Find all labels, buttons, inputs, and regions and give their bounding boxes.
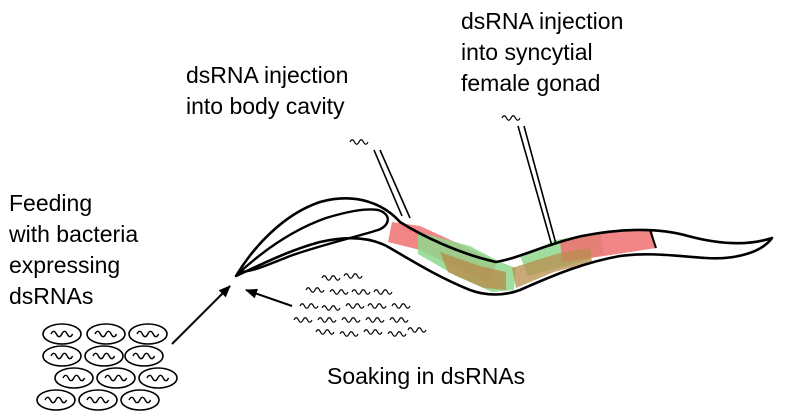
arrow-icon — [171, 285, 231, 345]
bacterium-icon — [124, 345, 164, 367]
dsrna-fragment-icon — [321, 275, 341, 281]
overlap-region-posterior — [512, 248, 592, 288]
needle-icon — [517, 125, 557, 247]
label-line: into syncytial — [461, 39, 593, 65]
dsrna-fragment-icon — [321, 305, 341, 311]
dsrna-fragment-icon — [373, 289, 393, 295]
overlap-region-anterior — [440, 252, 506, 290]
label-gonad: dsRNA injection into syncytial female go… — [461, 6, 623, 99]
dsrna-fragment-icon — [501, 115, 521, 121]
worm-mouth — [235, 263, 245, 277]
dsrna-fragment-icon — [339, 331, 359, 337]
dsrna-fragment-icon — [367, 303, 387, 309]
dsrna-fragment-icon — [299, 303, 319, 309]
dsrna-fragment-icon — [345, 303, 365, 309]
bacterium-icon — [36, 389, 76, 411]
dsrna-fragment-icon — [343, 273, 363, 279]
bacterium-icon — [120, 389, 160, 411]
dsrna-fragment-icon — [341, 317, 361, 323]
bacterium-icon — [96, 367, 136, 389]
dsrna-fragment-icon — [387, 331, 407, 337]
dsrna-fragment-icon — [389, 317, 409, 323]
label-line: with bacteria — [9, 221, 139, 247]
dsrna-fragment-icon — [365, 317, 385, 323]
label-soaking: Soaking in dsRNAs — [327, 361, 525, 392]
label-feeding: Feeding with bacteria expressing dsRNAs — [9, 188, 138, 312]
arrow-icon — [245, 288, 293, 307]
bacterium-icon — [42, 345, 82, 367]
dsrna-fragment-icon — [351, 289, 371, 295]
dsrna-fragment-icon — [407, 327, 427, 333]
worm-outline — [234, 197, 774, 296]
dsrna-fragment-icon — [391, 303, 411, 309]
label-line: Feeding — [9, 190, 93, 216]
label-body-cavity: dsRNA injection into body cavity — [186, 60, 348, 122]
dsrna-fragment-icon — [315, 329, 335, 335]
dsrna-fragment-icon — [293, 317, 313, 323]
label-line: Soaking in dsRNAs — [327, 363, 526, 389]
label-line: expressing — [9, 252, 121, 278]
dsrna-fragment-icon — [329, 289, 349, 295]
bacterium-icon — [84, 345, 124, 367]
bacterium-icon — [42, 323, 82, 345]
worm-icon — [234, 197, 774, 296]
dsrna-fragment-icon — [363, 329, 383, 335]
worm-segment-mark — [649, 229, 657, 249]
dsrna-fragment-icon — [349, 139, 369, 145]
label-line: into body cavity — [186, 93, 345, 119]
bacterium-icon — [128, 323, 168, 345]
label-line: dsRNA injection — [186, 62, 349, 88]
dsrna-fragment-icon — [317, 317, 337, 323]
label-line: female gonad — [461, 70, 601, 96]
label-line: dsRNAs — [9, 283, 94, 309]
bacterium-icon — [86, 323, 126, 345]
bacterium-icon — [78, 389, 118, 411]
needle-icon — [373, 149, 411, 219]
bacterium-icon — [54, 367, 94, 389]
worm-pharynx — [238, 208, 389, 274]
dsrna-fragment-icon — [305, 287, 325, 293]
label-line: dsRNA injection — [461, 8, 624, 34]
bacterium-icon — [138, 367, 178, 389]
